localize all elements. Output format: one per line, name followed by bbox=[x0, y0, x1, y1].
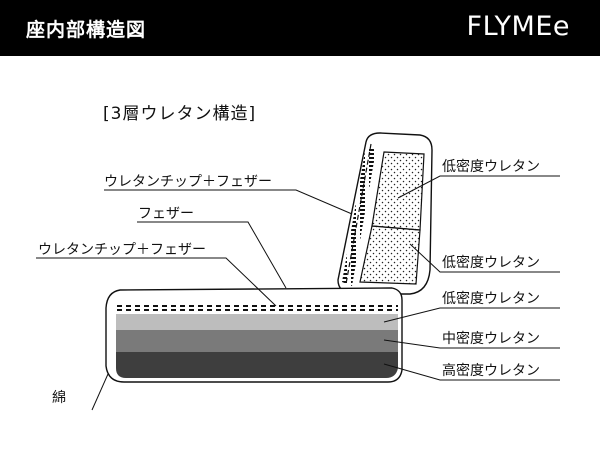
seat-chip-feather-layer bbox=[116, 304, 398, 312]
label-seat-mid-density: 中密度ウレタン bbox=[442, 330, 540, 347]
header-bar: 座内部構造図 FLYMEe bbox=[0, 0, 600, 56]
brand-logo: FLYMEe bbox=[466, 11, 570, 42]
label-chip-feather-seat: ウレタンチップ＋フェザー bbox=[38, 242, 206, 258]
seat-low-density-layer bbox=[116, 314, 398, 330]
cushion-structure-diagram: [3層ウレタン構造] bbox=[36, 104, 560, 411]
label-cotton: 綿 bbox=[52, 390, 66, 406]
backrest bbox=[337, 132, 433, 295]
leader-lines bbox=[36, 175, 560, 411]
seat-high-density-layer bbox=[116, 352, 398, 378]
seat bbox=[105, 287, 403, 383]
backrest-low-density-lower bbox=[359, 225, 421, 285]
label-seat-low-density: 低密度ウレタン bbox=[442, 290, 540, 307]
backrest-chip-feather-strip bbox=[342, 146, 376, 286]
label-back-low-density-bottom: 低密度ウレタン bbox=[442, 254, 540, 271]
structure-subtitle: [3層ウレタン構造] bbox=[103, 104, 256, 124]
label-feather: フェザー bbox=[138, 206, 194, 222]
page-title: 座内部構造図 bbox=[26, 19, 147, 41]
seat-feather-layer bbox=[116, 294, 398, 304]
label-back-low-density-top: 低密度ウレタン bbox=[442, 158, 540, 175]
label-chip-feather-back: ウレタンチップ＋フェザー bbox=[104, 174, 272, 190]
seat-mid-density-layer bbox=[116, 330, 398, 352]
label-seat-high-density: 高密度ウレタン bbox=[442, 362, 540, 379]
